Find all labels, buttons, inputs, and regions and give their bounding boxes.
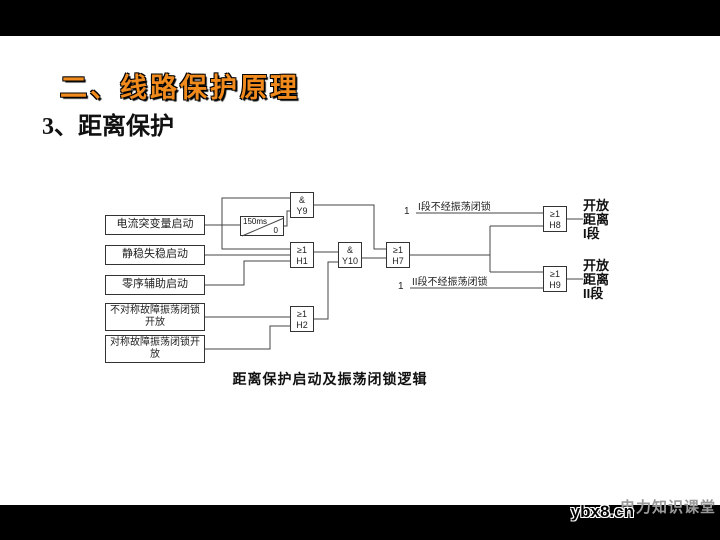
gate-symbol: ≥1 bbox=[297, 245, 307, 255]
diagram-caption: 距离保护启动及振荡闭锁逻辑 bbox=[232, 371, 428, 387]
gate-h2: ≥1 H2 bbox=[290, 306, 314, 332]
gate-id: H2 bbox=[296, 320, 308, 330]
input-label: 不对称故障振荡闭锁开放 bbox=[110, 305, 200, 328]
gate-symbol: ≥1 bbox=[393, 245, 403, 255]
timer-delay-label: 150ms bbox=[243, 217, 268, 226]
gate-y9: & Y9 bbox=[290, 192, 314, 218]
input-box-static-instability: 静稳失稳启动 bbox=[105, 245, 205, 265]
gate-y10: & Y10 bbox=[338, 242, 362, 268]
timer-zero-label: 0 bbox=[273, 226, 278, 235]
output-label-section1: 开放 距离 I段 bbox=[583, 199, 623, 241]
gate-id: H1 bbox=[296, 256, 308, 266]
gate-symbol: ≥1 bbox=[297, 309, 307, 319]
output-line: II段 bbox=[583, 286, 604, 301]
timer-diagonal bbox=[241, 217, 285, 237]
input-box-zero-sequence: 零序辅助启动 bbox=[105, 275, 205, 295]
gate-id: H8 bbox=[549, 220, 561, 230]
gate-h9: ≥1 H9 bbox=[543, 266, 567, 292]
gate-id: H9 bbox=[549, 280, 561, 290]
output-line: I段 bbox=[583, 226, 600, 241]
slide-title: 二、线路保护原理 bbox=[60, 73, 300, 103]
input-label: 静稳失稳启动 bbox=[122, 248, 188, 261]
watermark-brand: 电力知识课堂 bbox=[619, 499, 716, 516]
input-box-asym-fault-release: 不对称故障振荡闭锁开放 bbox=[105, 303, 205, 331]
gate-h1: ≥1 H1 bbox=[290, 242, 314, 268]
output-line: 距离 bbox=[583, 212, 610, 227]
const-one-section1: 1 bbox=[404, 206, 410, 217]
bypass-label-section2: II段不经振荡闭锁 bbox=[412, 277, 488, 288]
output-line: 开放 bbox=[583, 258, 610, 273]
gate-symbol: ≥1 bbox=[550, 269, 560, 279]
timer-block: 150ms 0 bbox=[240, 216, 285, 237]
gate-id: H7 bbox=[392, 256, 404, 266]
bypass-label-section1: I段不经振荡闭锁 bbox=[418, 202, 491, 213]
input-box-sym-fault-release: 对称故障振荡闭锁开放 bbox=[105, 335, 205, 363]
input-label: 电流突变量启动 bbox=[116, 218, 194, 231]
watermark-url: ybx8.cn bbox=[570, 502, 634, 521]
gate-symbol: & bbox=[346, 245, 353, 255]
slide-subtitle: 3、距离保护 bbox=[42, 114, 174, 140]
input-label: 对称故障振荡闭锁开放 bbox=[110, 337, 200, 360]
gate-h8: ≥1 H8 bbox=[543, 206, 567, 232]
output-line: 距离 bbox=[583, 272, 610, 287]
input-label: 零序辅助启动 bbox=[122, 278, 188, 291]
bottom-black-bar bbox=[0, 505, 720, 540]
input-box-current-change: 电流突变量启动 bbox=[105, 215, 205, 235]
output-label-section2: 开放 距离 II段 bbox=[583, 259, 623, 301]
gate-symbol: ≥1 bbox=[550, 209, 560, 219]
const-one-section2: 1 bbox=[398, 281, 404, 292]
output-line: 开放 bbox=[583, 198, 610, 213]
top-black-bar bbox=[0, 0, 720, 36]
gate-symbol: & bbox=[298, 195, 305, 205]
gate-id: Y10 bbox=[341, 256, 358, 266]
gate-h7: ≥1 H7 bbox=[386, 242, 410, 268]
gate-id: Y9 bbox=[296, 206, 308, 216]
